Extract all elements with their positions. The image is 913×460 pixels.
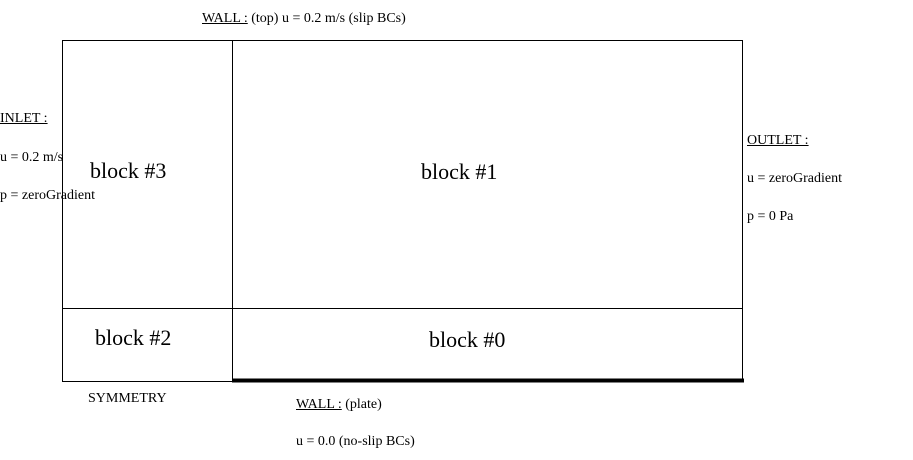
outlet-pressure: p = 0 Pa: [747, 209, 794, 224]
block-1-label: block #1: [421, 159, 498, 184]
wall-bottom-label: WALL : (plate): [296, 397, 382, 413]
wall-top-label: WALL : (top) u = 0.2 m/s (slip BCs): [202, 11, 406, 27]
block-3-label: block #3: [90, 158, 167, 183]
inlet-pressure: p = zeroGradient: [0, 188, 95, 203]
wall-top-title: WALL :: [202, 11, 248, 26]
inlet-title: INLET :: [0, 111, 48, 126]
wall-bottom-text: (plate): [345, 397, 382, 412]
symmetry-label: SYMMETRY: [88, 391, 167, 406]
block-2-label: block #2: [95, 325, 172, 350]
outlet-velocity: u = zeroGradient: [747, 171, 842, 186]
block-0-label: block #0: [429, 327, 506, 352]
outlet-title: OUTLET :: [747, 133, 809, 148]
inlet-velocity: u = 0.2 m/s: [0, 150, 64, 165]
wall-bottom-title: WALL :: [296, 397, 342, 412]
wall-bottom-velocity: u = 0.0 (no-slip BCs): [296, 434, 415, 449]
wall-top-text: (top) u = 0.2 m/s (slip BCs): [251, 11, 406, 26]
